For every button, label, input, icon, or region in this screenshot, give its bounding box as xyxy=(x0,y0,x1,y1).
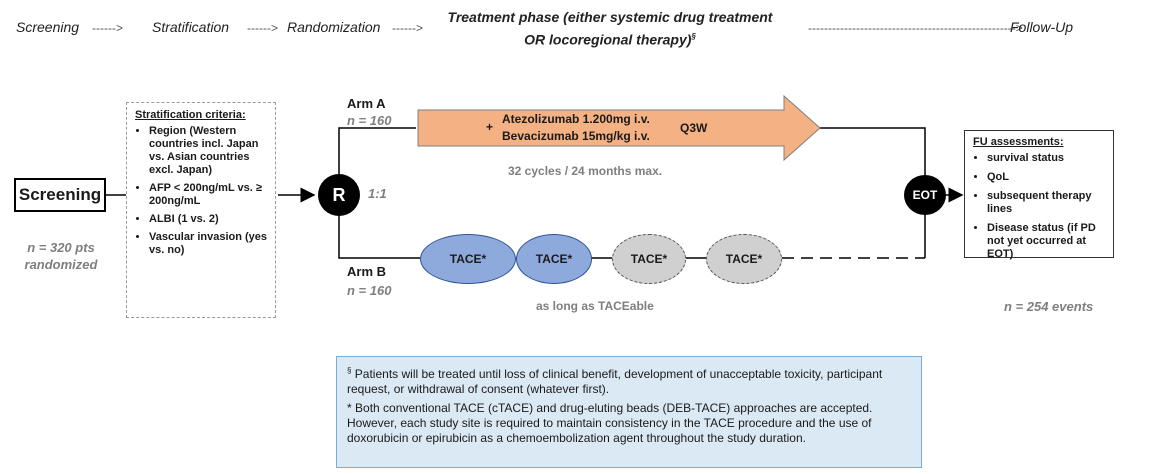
arm-a-duration: 32 cycles / 24 months max. xyxy=(508,164,663,178)
fu-heading: FU assessments: xyxy=(973,136,1064,148)
phase-treatment-line1: Treatment phase (either systemic drug tr… xyxy=(447,9,773,25)
arm-b-branch xyxy=(338,212,420,259)
footnote-2: * Both conventional TACE (cTACE) and dru… xyxy=(347,401,911,446)
arm-a-drugs: Atezolizumab 1.200mg i.v. Bevacizumab 15… xyxy=(502,111,650,145)
arm-b-n: n = 160 xyxy=(347,283,392,298)
fu-item: subsequent therapy lines xyxy=(987,190,1107,216)
screening-n-line1: n = 320 pts xyxy=(27,240,95,255)
tace-session-4: TACE* xyxy=(706,234,782,284)
arm-a-plus: + xyxy=(486,120,494,134)
footnote-2-text: Both conventional TACE (cTACE) and drug-… xyxy=(347,401,873,445)
randomization-ratio: 1:1 xyxy=(368,186,387,201)
arm-a-drug-1: Atezolizumab 1.200mg i.v. xyxy=(502,112,650,126)
phase-arrow-4: ----------------------------------------… xyxy=(808,21,1023,35)
footnotes-box: § Patients will be treated until loss of… xyxy=(336,356,922,468)
phase-stratification: Stratification xyxy=(152,19,230,35)
arm-b-label: Arm B xyxy=(347,264,387,279)
tace-session-1: TACE* xyxy=(420,234,516,284)
screening-n: n = 320 pts randomized xyxy=(16,239,106,273)
phase-screening: Screening xyxy=(16,19,80,35)
arm-a-drug-2: Bevacizumab 15mg/kg i.v. xyxy=(502,129,650,143)
footnote-1-text: Patients will be treated until loss of c… xyxy=(347,367,883,396)
footnote-1: § Patients will be treated until loss of… xyxy=(347,363,911,397)
stratification-list: Region (Western countries incl. Japan vs… xyxy=(135,125,269,257)
stratification-item: Vascular invasion (yes vs. no) xyxy=(149,231,269,257)
fu-events: n = 254 events xyxy=(1004,299,1094,314)
arm-a-to-eot xyxy=(820,127,926,176)
arm-a-n: n = 160 xyxy=(347,113,392,128)
stratification-item: AFP < 200ng/mL vs. ≥ 200ng/mL xyxy=(149,182,269,208)
eot-circle: EOT xyxy=(904,175,946,215)
arm-a-branch xyxy=(338,127,416,178)
stratification-item: Region (Western countries incl. Japan vs… xyxy=(149,125,269,177)
arm-a-label: Arm A xyxy=(347,96,386,111)
tace-session-3: TACE* xyxy=(612,234,686,284)
fu-assessments-box: FU assessments: survival status QoL subs… xyxy=(964,130,1114,261)
arm-a-schedule: Q3W xyxy=(680,121,708,135)
tace-session-2: TACE* xyxy=(516,234,592,284)
stratification-item: ALBI (1 vs. 2) xyxy=(149,213,269,226)
phase-arrow-2: ------> xyxy=(247,21,278,35)
phase-arrow-3: ------> xyxy=(392,21,423,35)
screening-n-line2: randomized xyxy=(24,257,98,272)
phase-followup: Follow-Up xyxy=(1010,19,1074,35)
phase-treatment-mark: § xyxy=(691,32,696,41)
phase-arrow-1: ------> xyxy=(92,21,123,35)
fu-item: Disease status (if PD not yet occurred a… xyxy=(987,222,1107,261)
randomization-circle: R xyxy=(318,174,360,216)
phase-treatment-line2: OR locoregional therapy) xyxy=(524,31,692,48)
footnote-2-mark: * xyxy=(347,401,352,415)
screening-box: Screening xyxy=(14,178,106,212)
phase-randomization: Randomization xyxy=(287,19,381,35)
arm-a-treatment-arrow xyxy=(417,94,821,162)
fu-item: QoL xyxy=(987,171,1107,184)
phase-treatment: Treatment phase (either systemic drug tr… xyxy=(430,8,790,50)
fu-item: survival status xyxy=(987,152,1107,165)
stratification-heading: Stratification criteria: xyxy=(135,109,246,121)
fu-list: survival status QoL subsequent therapy l… xyxy=(973,152,1107,261)
stratification-criteria-box: Stratification criteria: Region (Western… xyxy=(126,102,276,318)
footnote-1-mark: § xyxy=(347,366,352,375)
arm-b-duration: as long as TACEable xyxy=(536,299,654,313)
